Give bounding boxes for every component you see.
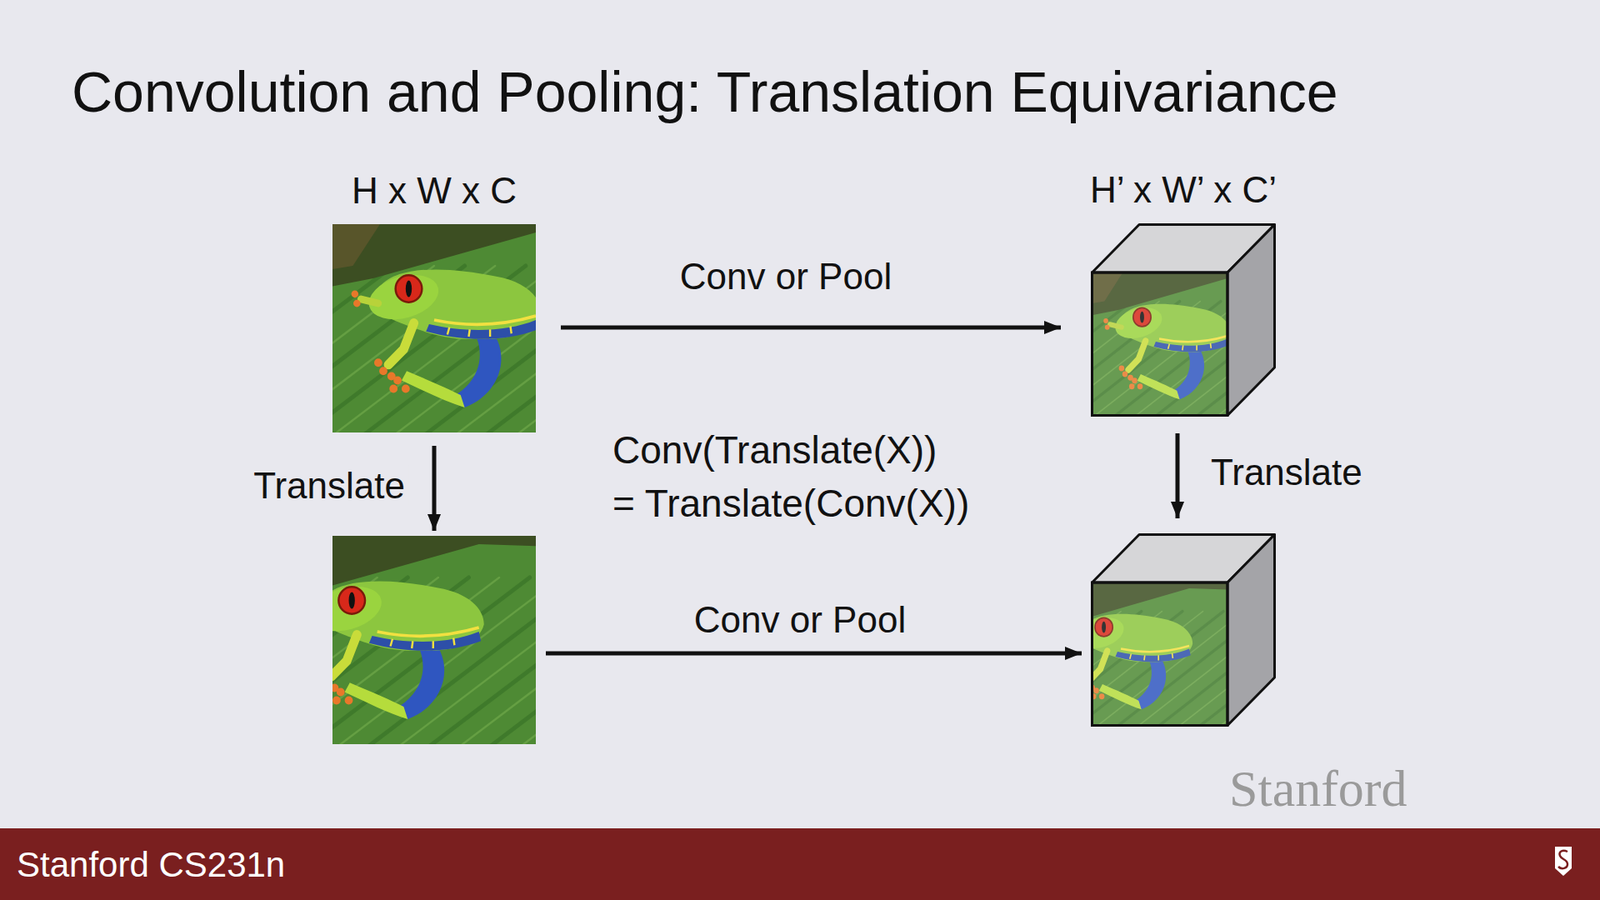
feature-map-face [1090,272,1228,417]
cube-outline [1090,533,1276,727]
frog-image-translated [332,535,536,745]
footer-text: Stanford CS231n [16,845,285,885]
watermark: Stanford [1229,760,1408,817]
stanford-logo [1555,846,1572,876]
feature-map-cube: H’ x W’ x C’ [1090,223,1276,417]
slide-title: Convolution and Pooling: Translation Equ… [71,60,1339,124]
arrow-connector [545,651,1082,656]
edge-label: Translate [1210,451,1363,493]
shape-label: H x W x C [351,170,517,211]
edge-label: Conv or Pool [680,255,892,297]
shape-label: H’ x W’ x C’ [1090,169,1277,210]
equation-line: Conv(Translate(X)) [612,428,937,472]
feature-map-face-translated [1090,582,1228,727]
cube-front [1092,582,1229,726]
cube-side [1227,535,1275,726]
cube-outline [1090,223,1276,417]
input-image [332,535,536,745]
feature-map-cube [1090,533,1276,727]
footer-bar [0,828,1600,900]
cube-front [1092,272,1229,416]
frog-image [332,224,536,433]
arrow-connector [560,325,1061,330]
cube-side [1227,225,1275,416]
input-image: H x W x C [332,224,536,433]
edge-label: Conv or Pool [694,599,906,640]
arrow-connector [1175,433,1180,519]
equation-line: = Translate(Conv(X)) [612,481,970,525]
arrow-connector [432,445,437,531]
edge-label: Translate [253,465,405,506]
